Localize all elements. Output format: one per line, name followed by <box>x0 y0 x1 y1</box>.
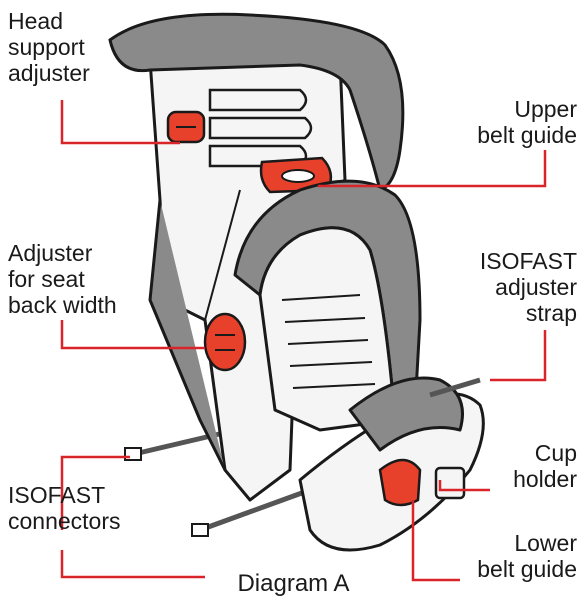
head-support-adjuster <box>168 112 204 142</box>
lower-belt-guide <box>380 460 420 505</box>
label-seat-back-width-adjuster: Adjuster for seat back width <box>8 240 117 318</box>
diagram-caption: Diagram A <box>0 570 587 598</box>
label-head-support-adjuster: Head support adjuster <box>8 8 90 86</box>
seat-back-width-adjuster <box>205 314 245 370</box>
head-support-slats <box>210 90 311 166</box>
leader-isofast-strap <box>490 330 545 380</box>
label-cup-holder: Cup holder <box>513 440 577 492</box>
label-upper-belt-guide: Upper belt guide <box>477 96 577 148</box>
label-isofast-adjuster-strap: ISOFAST adjuster strap <box>480 248 577 326</box>
label-isofast-connectors: ISOFAST connectors <box>8 482 121 534</box>
